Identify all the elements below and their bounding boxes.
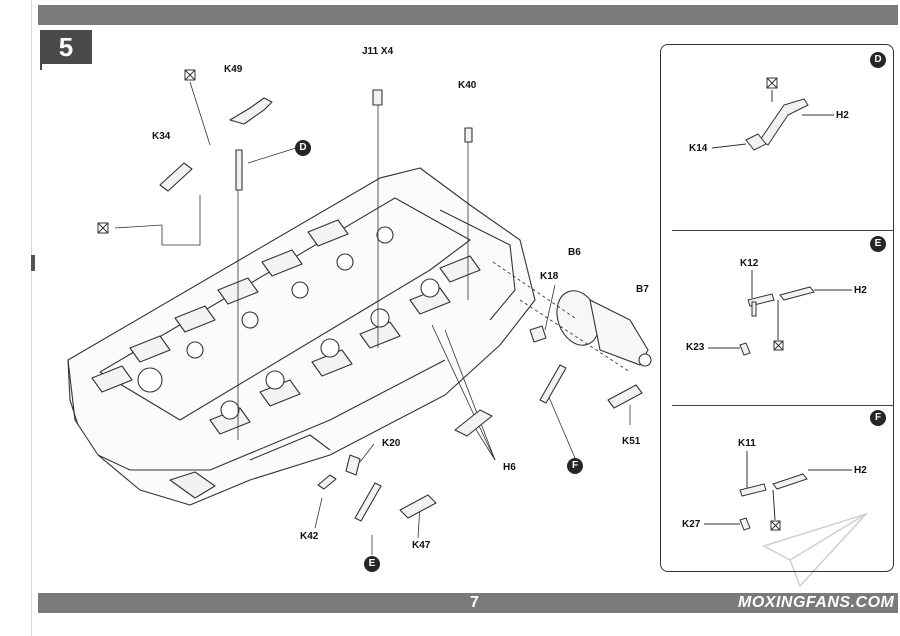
label-h6: H6 bbox=[503, 462, 516, 473]
watermark-text: MOXINGFANS.COM bbox=[738, 594, 895, 611]
step-number: 5 bbox=[40, 30, 92, 64]
inset-f-label-k27: K27 bbox=[682, 519, 701, 530]
inset-divider-2 bbox=[672, 405, 894, 406]
label-k49: K49 bbox=[224, 64, 243, 75]
label-k40: K40 bbox=[458, 80, 477, 91]
inset-e-label-h2: H2 bbox=[854, 285, 867, 296]
inset-d-label-k14: K14 bbox=[689, 143, 708, 154]
footer-bar bbox=[38, 593, 898, 613]
inset-e-label-k23: K23 bbox=[686, 342, 705, 353]
inset-d-label-h2: H2 bbox=[836, 110, 849, 121]
step-marker bbox=[40, 64, 42, 70]
inset-f-badge: F bbox=[870, 410, 886, 426]
page-margin-line bbox=[31, 0, 32, 636]
binding-mark bbox=[31, 255, 35, 271]
callout-e-badge: E bbox=[364, 556, 380, 572]
label-b6: B6 bbox=[568, 247, 581, 258]
inset-f-label-k11: K11 bbox=[738, 438, 756, 449]
label-k51: K51 bbox=[622, 436, 641, 447]
page-number: 7 bbox=[470, 594, 479, 611]
callout-d-badge: D bbox=[295, 140, 311, 156]
inset-divider-1 bbox=[672, 230, 894, 231]
label-k20: K20 bbox=[382, 438, 401, 449]
label-k34: K34 bbox=[152, 131, 171, 142]
inset-d-badge: D bbox=[870, 52, 886, 68]
detail-inset-panel bbox=[660, 44, 894, 572]
label-k18: K18 bbox=[540, 271, 559, 282]
inset-e-label-k12: K12 bbox=[740, 258, 759, 269]
paper-plane-logo bbox=[762, 512, 869, 588]
callout-f-badge: F bbox=[567, 458, 583, 474]
label-j11-x4: J11 X4 bbox=[362, 46, 394, 57]
inset-f-label-h2: H2 bbox=[854, 465, 867, 476]
label-k47: K47 bbox=[412, 540, 431, 551]
inset-e-badge: E bbox=[870, 236, 886, 252]
header-bar bbox=[38, 5, 898, 25]
label-b7: B7 bbox=[636, 284, 649, 295]
label-k42: K42 bbox=[300, 531, 319, 542]
